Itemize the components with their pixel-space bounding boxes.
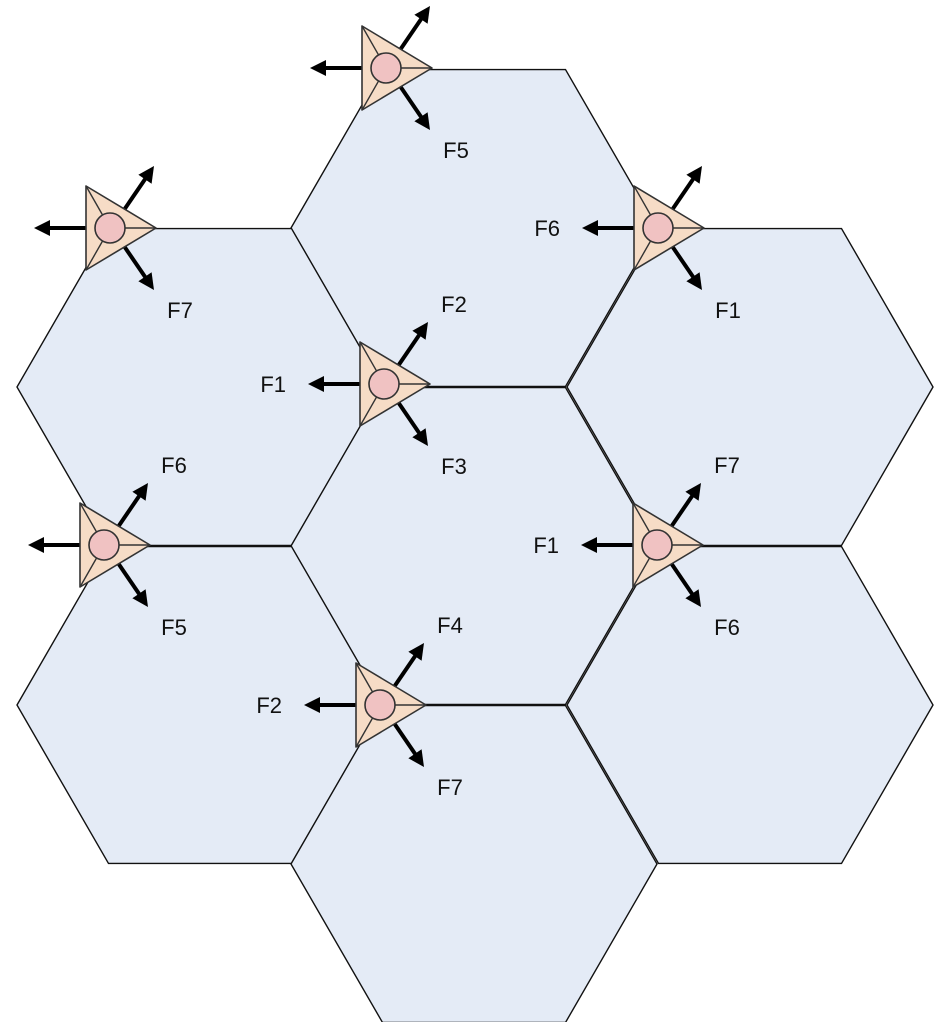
beam-down-right: F7 <box>122 244 193 323</box>
arrowhead-icon <box>408 749 424 767</box>
arrowhead-icon <box>685 589 701 607</box>
arrowhead-icon <box>138 166 154 184</box>
beam-shaft <box>396 332 422 368</box>
beam-up-right: F4 <box>392 613 463 689</box>
frequency-label: F1 <box>533 533 559 558</box>
beam-shaft <box>116 493 142 529</box>
beam-down-right: F5 <box>116 561 187 640</box>
frequency-label: F2 <box>256 693 282 718</box>
arrowhead-icon <box>310 60 326 76</box>
frequency-label: F6 <box>714 615 740 640</box>
beam-up-right: F2 <box>396 292 467 368</box>
antenna-site-upper-left-site: F7 <box>34 166 193 323</box>
beam-shaft <box>670 176 696 212</box>
beam-shaft <box>398 84 424 120</box>
beam-shaft <box>122 244 148 280</box>
arrowhead-icon <box>414 112 430 130</box>
beam-shaft <box>670 244 696 280</box>
beam-left: F1 <box>260 372 362 397</box>
beam-down-right: F3 <box>396 400 467 479</box>
arrowhead-icon <box>304 697 320 713</box>
beam-shaft <box>392 721 418 757</box>
antenna-site-top-site: F5 <box>310 6 469 163</box>
frequency-label: F3 <box>441 454 467 479</box>
arrowhead-icon <box>308 376 324 392</box>
arrowhead-icon <box>28 537 44 553</box>
beam-down-right: F5 <box>398 84 469 163</box>
frequency-label: F6 <box>161 453 187 478</box>
arrowhead-icon <box>412 322 428 340</box>
beam-up-right: F7 <box>669 453 740 529</box>
antenna-core-icon <box>641 529 673 561</box>
beam-shaft <box>669 561 695 597</box>
frequency-label: F7 <box>167 298 193 323</box>
arrowhead-icon <box>581 537 597 553</box>
frequency-label: F7 <box>714 453 740 478</box>
beam-down-right: F6 <box>669 561 740 640</box>
arrowhead-icon <box>408 643 424 661</box>
antenna-core-icon <box>364 689 396 721</box>
arrowhead-icon <box>414 6 430 24</box>
arrowhead-icon <box>412 428 428 446</box>
frequency-label: F5 <box>443 138 469 163</box>
arrowhead-icon <box>686 166 702 184</box>
antenna-core-icon <box>642 212 674 244</box>
beam-left <box>28 537 82 553</box>
beam-up-right <box>122 166 154 212</box>
beam-up-right: F6 <box>116 453 187 529</box>
arrowhead-icon <box>582 220 598 236</box>
beam-up-right <box>670 166 702 212</box>
antenna-core-icon <box>88 529 120 561</box>
beam-left: F1 <box>533 533 635 558</box>
beam-left: F2 <box>256 693 358 718</box>
arrowhead-icon <box>132 483 148 501</box>
frequency-label: F1 <box>260 372 286 397</box>
arrowhead-icon <box>138 272 154 290</box>
beam-down-right: F1 <box>670 244 741 323</box>
beam-left <box>34 220 88 236</box>
beam-shaft <box>392 653 418 689</box>
beam-shaft <box>122 176 148 212</box>
beam-shaft <box>398 16 424 52</box>
frequency-label: F6 <box>534 216 560 241</box>
frequency-label: F7 <box>437 775 463 800</box>
beam-up-right <box>398 6 430 52</box>
beam-left <box>310 60 364 76</box>
frequency-label: F4 <box>437 613 463 638</box>
arrowhead-icon <box>34 220 50 236</box>
hex-cells <box>16 68 934 1022</box>
beam-shaft <box>396 400 422 436</box>
antenna-core-icon <box>94 212 126 244</box>
frequency-label: F2 <box>441 292 467 317</box>
arrowhead-icon <box>686 272 702 290</box>
antenna-core-icon <box>370 52 402 84</box>
frequency-label: F5 <box>161 615 187 640</box>
beam-down-right: F7 <box>392 721 463 800</box>
arrowhead-icon <box>685 483 701 501</box>
beam-shaft <box>669 493 695 529</box>
frequency-label: F1 <box>715 298 741 323</box>
antenna-core-icon <box>368 368 400 400</box>
beam-shaft <box>116 561 142 597</box>
arrowhead-icon <box>132 589 148 607</box>
beam-left: F6 <box>534 216 636 241</box>
